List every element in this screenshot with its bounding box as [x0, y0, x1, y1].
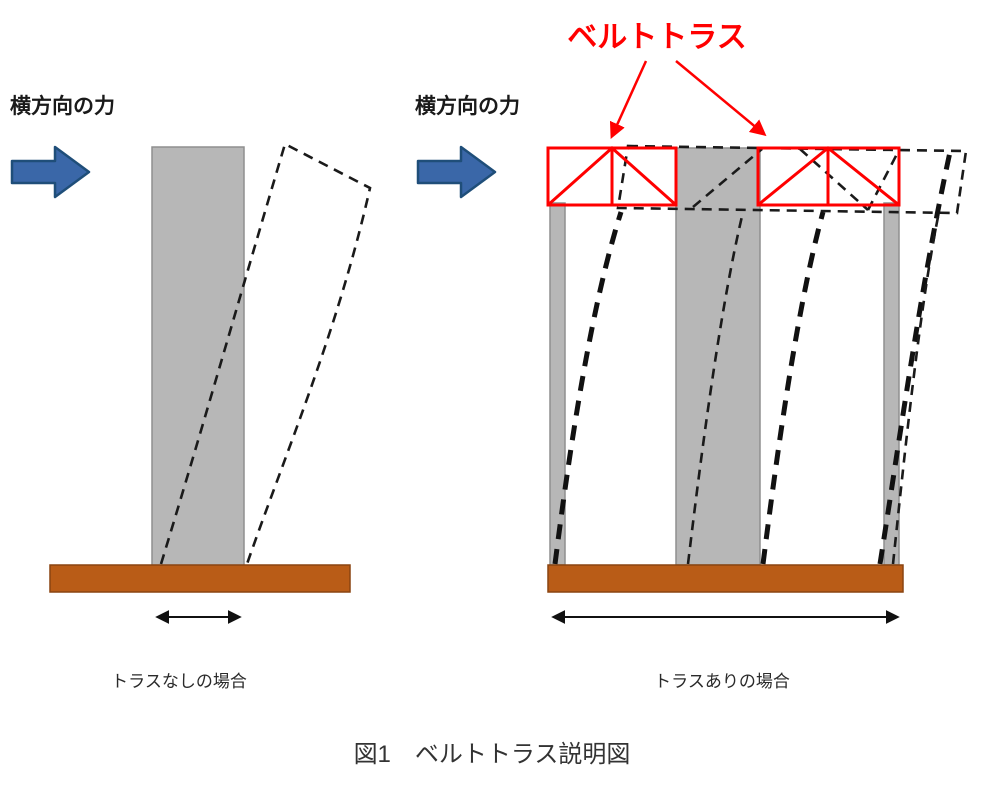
left-column — [151, 146, 245, 568]
right-force-label: 横方向の力 — [415, 94, 520, 118]
panel-with-truss: ベルトトラス 横方向の力 — [415, 21, 968, 691]
right-base — [547, 564, 904, 593]
displaced-truss-outline — [616, 144, 968, 215]
figure-caption: 図1 ベルトトラス説明図 — [354, 741, 631, 768]
belt-truss-right-segment — [756, 146, 901, 207]
truss-left-diagonals — [547, 145, 677, 207]
truss-right-diagonals — [757, 146, 900, 207]
left-caption: トラスなしの場合 — [111, 672, 247, 691]
right-caption: トラスありの場合 — [654, 672, 790, 691]
displaced-truss-diagonals — [692, 148, 900, 211]
left-deflected-column-outline — [159, 142, 372, 565]
deflected-center-left-edge — [686, 211, 745, 565]
right-force-arrow-icon — [416, 145, 497, 199]
left-force-label: 横方向の力 — [10, 94, 115, 118]
left-force-arrow-icon — [10, 145, 91, 199]
belt-truss-label: ベルトトラス — [567, 21, 746, 54]
deflected-outer-left — [552, 211, 624, 565]
truss-pointer-left — [609, 60, 648, 139]
right-center-column — [675, 147, 761, 566]
panel-no-truss: 横方向の力 トラスなしの場合 — [10, 94, 372, 691]
deflected-outer-right-inner — [891, 211, 941, 565]
belt-truss-left-segment — [546, 145, 678, 207]
deflected-outer-right — [877, 151, 953, 565]
deflected-center-right-edge — [760, 211, 826, 565]
truss-pointer-right — [675, 60, 767, 137]
left-base — [49, 564, 351, 593]
